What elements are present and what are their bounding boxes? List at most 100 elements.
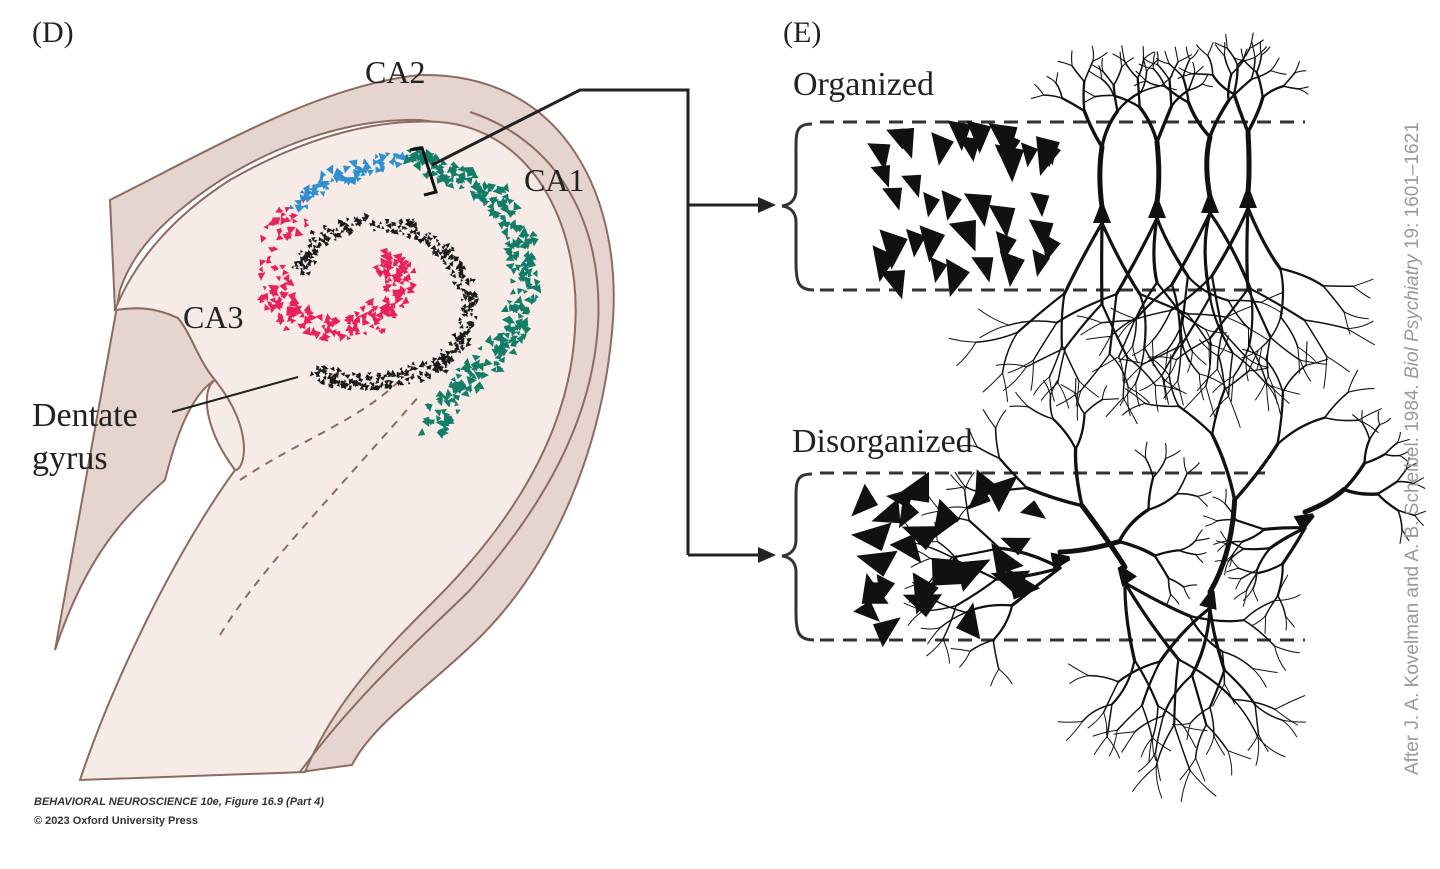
dentate-cell xyxy=(313,239,318,243)
apical-dendrite xyxy=(1242,348,1267,361)
dentate-cell xyxy=(467,323,471,327)
dentate-cell xyxy=(319,368,325,375)
dentate-cell xyxy=(376,374,380,378)
dentate-cell xyxy=(459,347,466,352)
apical-dendrite xyxy=(994,427,1001,460)
basal-dendrite xyxy=(994,566,1062,581)
dentate-cell xyxy=(342,224,349,230)
ca3-cell xyxy=(347,314,354,321)
dentate-cell xyxy=(420,360,426,366)
basal-dendrite xyxy=(969,639,994,653)
dentate-cell xyxy=(445,355,450,359)
apical-dendrite xyxy=(976,446,1001,460)
apical-dendrite xyxy=(1187,73,1196,91)
ca1-cell xyxy=(450,377,457,383)
basal-dendrite xyxy=(1170,211,1212,287)
apical-dendrite xyxy=(1101,385,1108,401)
basal-dendrite xyxy=(1194,724,1208,759)
dentate-cell xyxy=(461,273,467,280)
dentate-cell xyxy=(473,292,479,298)
basal-dendrite xyxy=(1057,382,1070,409)
basal-dendrite xyxy=(918,543,953,559)
apical-dendrite xyxy=(1376,492,1400,512)
dentate-cell xyxy=(307,238,311,243)
ca1-cell xyxy=(471,173,479,179)
ca1-cell xyxy=(517,288,524,295)
ca3-cell xyxy=(323,317,330,325)
ca3-cell xyxy=(385,283,393,290)
apical-dendrite xyxy=(1368,423,1381,441)
disorganized-soma xyxy=(1019,500,1047,519)
dentate-cell xyxy=(312,259,318,266)
ca1-cell xyxy=(477,345,483,351)
basal-dendrite xyxy=(1123,363,1145,385)
basal-dendrite xyxy=(1131,340,1153,356)
apical-dendrite xyxy=(1197,495,1208,507)
apical-dendrite xyxy=(1055,82,1063,99)
ca3-cell xyxy=(321,324,326,330)
apical-dendrite xyxy=(1186,462,1200,474)
dentate-cell xyxy=(459,324,464,329)
basal-dendrite xyxy=(1180,770,1191,802)
ca1-cell xyxy=(432,153,440,162)
ca2-cell xyxy=(378,152,388,164)
ca3-cell xyxy=(303,221,309,228)
basal-dendrite xyxy=(1322,285,1345,313)
dentate-cell xyxy=(458,316,463,322)
basal-dendrite xyxy=(1151,705,1159,739)
basal-dendrite xyxy=(928,556,953,584)
basal-dendrite xyxy=(1210,206,1250,278)
organized-soma xyxy=(867,143,891,171)
tissue-inner xyxy=(78,120,577,782)
ca3-cell xyxy=(275,276,282,282)
dentate-cell xyxy=(393,230,399,235)
apical-dendrite xyxy=(1201,73,1209,85)
apical-dendrite xyxy=(1094,94,1115,98)
ca3-cell xyxy=(392,288,401,298)
basal-dendrite xyxy=(939,510,970,522)
basal-dendrite xyxy=(1010,566,1062,607)
basal-dendrite xyxy=(1154,715,1165,754)
ca2-cell xyxy=(390,156,397,163)
basal-dendrite xyxy=(997,546,1062,570)
basal-dendrite xyxy=(964,471,975,491)
dentate-cell xyxy=(447,256,451,260)
ca1-cell xyxy=(436,176,444,184)
basal-dendrite xyxy=(1183,726,1208,732)
basal-dendrite xyxy=(1346,328,1375,346)
dentate-cell xyxy=(340,221,347,228)
dentate-cell xyxy=(467,298,471,302)
ca2-cell xyxy=(395,153,403,160)
basal-dendrite xyxy=(1169,274,1214,312)
apical-dendrite xyxy=(1049,380,1058,396)
organized-soma xyxy=(931,132,954,166)
apical-dendrite xyxy=(1232,442,1280,502)
apical-dendrite xyxy=(1361,410,1363,424)
basal-dendrite xyxy=(1140,660,1162,707)
dentate-cell xyxy=(390,369,396,376)
organized-soma xyxy=(999,250,1025,288)
ca3-cell xyxy=(347,328,353,334)
ca3-cell xyxy=(282,233,293,241)
dentate-cell xyxy=(399,380,405,386)
basal-dendrite xyxy=(1299,359,1311,382)
apical-dendrite xyxy=(1100,77,1115,97)
basal-dendrite xyxy=(1181,313,1207,331)
organized-soma xyxy=(947,120,972,152)
ca1-cell xyxy=(471,373,477,380)
ca1-cell xyxy=(518,271,527,282)
ca3-cell xyxy=(289,318,297,324)
label-dentate-2: gyrus xyxy=(32,440,108,477)
dentate-cell xyxy=(300,249,304,253)
ca3-cell xyxy=(346,335,352,341)
apical-dendrite xyxy=(1091,45,1095,62)
ca3-cell xyxy=(256,294,266,301)
apical-dendrite xyxy=(1073,447,1084,508)
basal-dendrite xyxy=(948,337,977,343)
apical-dendrite xyxy=(1265,333,1271,361)
apical-dendrite xyxy=(1197,491,1212,497)
ca1-cell xyxy=(474,387,481,395)
basal-dendrite xyxy=(905,523,920,545)
dentate-cell xyxy=(346,217,350,222)
